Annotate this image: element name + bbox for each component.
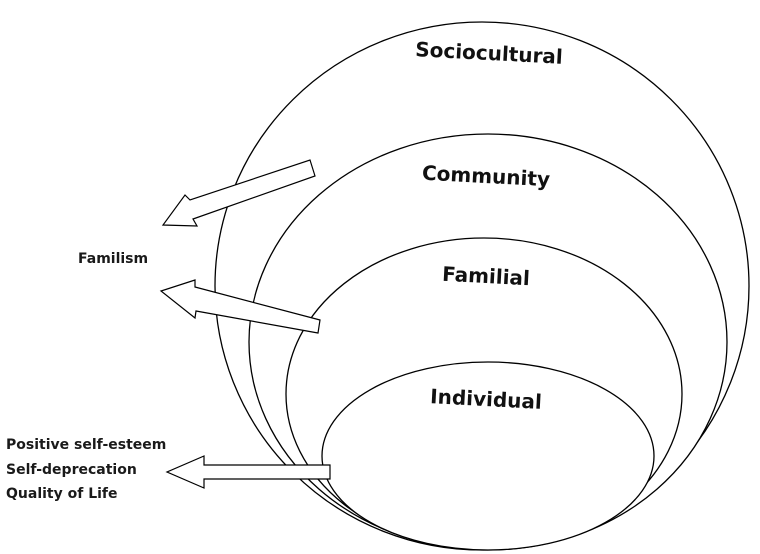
outcome-label-3: Quality of Life	[6, 486, 118, 502]
bottom-left-arrow	[165, 455, 331, 489]
individual-ellipse	[321, 361, 655, 551]
middle-left-arrow	[159, 279, 321, 334]
upper-left-arrow	[161, 159, 316, 227]
outcome-label-1: Positive self-esteem	[6, 437, 166, 453]
outcome-label-2: Self-deprecation	[6, 462, 137, 478]
individual-label: Individual	[430, 384, 543, 414]
familial-label: Familial	[442, 262, 531, 291]
familism-label: Familism	[78, 251, 148, 267]
